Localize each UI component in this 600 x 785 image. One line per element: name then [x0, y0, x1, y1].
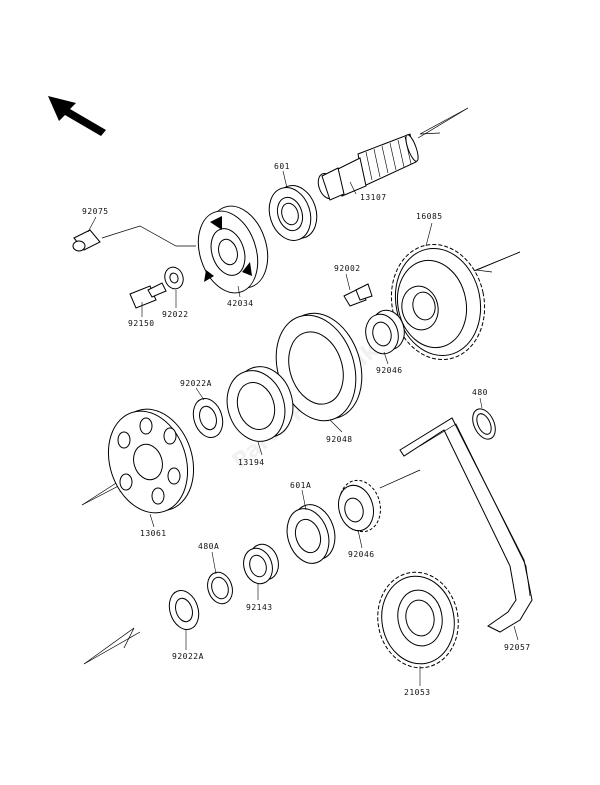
bolt-92150	[129, 282, 167, 309]
label-92150: 92150	[128, 319, 155, 328]
washer-92022	[164, 266, 184, 290]
shaft-13107	[317, 133, 419, 201]
label-92143: 92143	[246, 603, 273, 612]
label-42034: 42034	[227, 299, 254, 308]
gear-16085	[390, 243, 486, 361]
chain-92057	[379, 417, 533, 633]
needle-bearing-92046-upper	[365, 309, 405, 355]
label-601A: 601A	[290, 481, 311, 490]
label-92022A-upper: 92022A	[180, 379, 212, 388]
starter-clutch-42034	[197, 205, 269, 294]
circlip-480A	[207, 571, 233, 605]
label-13061: 13061	[140, 529, 167, 538]
label-16085: 16085	[416, 212, 443, 221]
label-480: 480	[472, 388, 488, 397]
leader-lines	[87, 170, 519, 686]
bearing-601	[268, 185, 318, 241]
label-92046-lower: 92046	[348, 550, 375, 559]
collar-92143	[243, 543, 279, 585]
bearing-601A	[286, 504, 336, 564]
sprocket-92046-lower	[338, 479, 381, 533]
label-92057: 92057	[504, 643, 531, 652]
plate-92048	[275, 312, 363, 422]
washer-92022A-upper	[192, 397, 224, 439]
roller-92075	[72, 225, 196, 252]
coupling-13061	[81, 408, 195, 514]
label-13107: 13107	[360, 193, 387, 202]
label-92002: 92002	[334, 264, 361, 273]
label-92075: 92075	[82, 207, 109, 216]
label-92022A-lower: 92022A	[172, 652, 204, 661]
label-480A: 480A	[198, 542, 219, 551]
label-92046-upper: 92046	[376, 366, 403, 375]
circlip-480	[472, 408, 496, 440]
label-13194: 13194	[238, 458, 265, 467]
label-92048: 92048	[326, 435, 353, 444]
front-direction-arrow-icon	[48, 96, 106, 136]
label-92022: 92022	[162, 310, 189, 319]
washer-92022A-lower	[83, 589, 200, 665]
upper-axis-lines	[417, 107, 521, 273]
bolt-92002	[343, 283, 373, 307]
label-21053: 21053	[404, 688, 431, 697]
label-601: 601	[274, 162, 290, 171]
gear-21053	[377, 571, 459, 669]
one-way-clutch-13194	[226, 366, 294, 442]
